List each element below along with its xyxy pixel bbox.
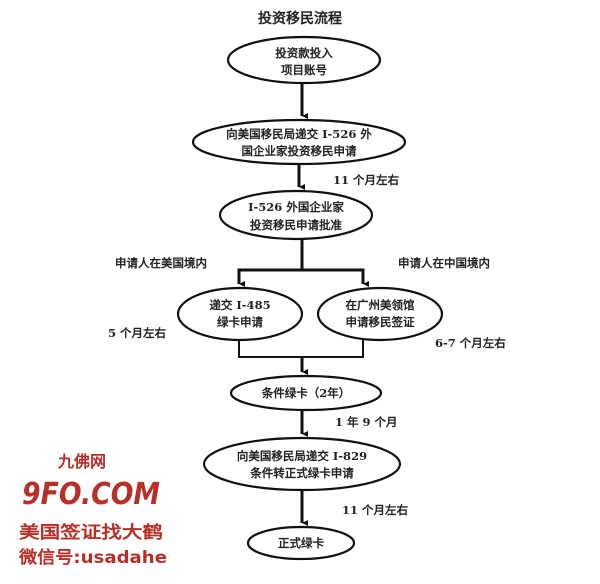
svg-text:向美国移民局递交 I-526 外: 向美国移民局递交 I-526 外 [226,127,372,141]
label-wait-i526: 11 个月左右 [333,173,400,187]
watermark: 九佛网 9FO.COM 美国签证找大鹤 微信号:usadahe [18,452,167,568]
svg-text:项目账号: 项目账号 [281,63,327,77]
watermark-site: 9FO.COM [22,477,160,512]
svg-text:正式绿卡: 正式绿卡 [278,536,324,550]
node-invest: 投资款投入 项目账号 [226,35,382,85]
flowchart-title: 投资移民流程 [258,10,342,27]
svg-text:递交 I-485: 递交 I-485 [209,298,270,312]
svg-text:申请移民签证: 申请移民签证 [346,315,415,329]
svg-text:在广州美领馆: 在广州美领馆 [346,298,415,312]
node-i485: 递交 I-485 绿卡申请 [176,286,304,342]
svg-text:条件绿卡（2年）: 条件绿卡（2年） [261,386,351,400]
svg-text:投资款投入: 投资款投入 [275,46,333,60]
svg-text:条件转正式绿卡申请: 条件转正式绿卡申请 [249,466,354,480]
node-conditional: 条件绿卡（2年） [229,374,383,412]
split-bar [237,268,365,284]
label-wait-i485: 5 个月左右 [108,326,167,340]
svg-text:向美国移民局递交 I-829: 向美国移民局递交 I-829 [237,449,367,463]
node-i829: 向美国移民局递交 I-829 条件转正式绿卡申请 [202,436,402,492]
node-permanent: 正式绿卡 [246,525,356,561]
label-wait-i829: 11 个月左右 [342,503,409,517]
watermark-wechat: 微信号:usadahe [18,547,167,568]
node-consulate: 在广州美领馆 申请移民签证 [316,286,444,342]
node-i526-approved: I-526 外国企业家 投资移民申请批准 [218,189,374,241]
label-wait-conditional: 1 年 9 个月 [335,415,398,429]
svg-text:绿卡申请: 绿卡申请 [217,315,263,329]
label-in-us: 申请人在美国境内 [115,256,207,270]
watermark-slogan: 美国签证找大鹤 [19,522,163,543]
svg-text:I-526 外国企业家: I-526 外国企业家 [248,200,344,214]
label-wait-consulate: 6-7 个月左右 [435,336,506,350]
label-in-china: 申请人在中国境内 [398,256,490,270]
node-i526-submit: 向美国移民局递交 I-526 外 国企业家投资移民申请 [191,118,407,166]
join-bar [238,340,364,358]
watermark-site-cn: 九佛网 [57,452,106,471]
svg-text:国企业家投资移民申请: 国企业家投资移民申请 [242,144,357,158]
svg-text:投资移民申请批准: 投资移民申请批准 [250,218,342,232]
connectors [237,83,365,523]
